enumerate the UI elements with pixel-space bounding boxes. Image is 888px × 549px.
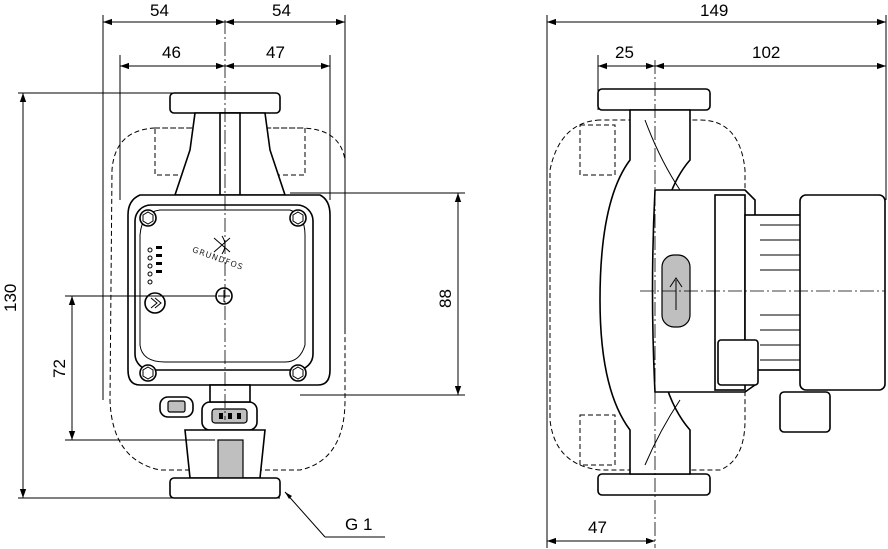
- side-left-boss-lower: [579, 414, 616, 466]
- dim-inner-right: 47: [266, 43, 285, 62]
- dim-overall-height: 130: [1, 284, 20, 312]
- dim-bottom-offset: 47: [588, 518, 607, 537]
- side-view: [549, 60, 886, 548]
- side-bottom-flange: [597, 473, 711, 496]
- dim-top-left: 54: [150, 1, 169, 20]
- side-left-boss: [579, 124, 616, 176]
- mode-button-icon: [144, 292, 166, 314]
- front-right-boss: [264, 127, 306, 176]
- side-cooling-fins: [760, 224, 800, 361]
- side-plug: [779, 391, 831, 433]
- dim-inner-left: 46: [162, 43, 181, 62]
- side-connector-block: [717, 339, 759, 386]
- dim-left-offset: 25: [615, 43, 634, 62]
- screw-top-right: [289, 209, 307, 227]
- connector-stem: [209, 384, 251, 403]
- power-connector: [201, 401, 258, 431]
- dim-control-box-height: 88: [436, 289, 455, 308]
- side-top-flange: [597, 88, 711, 111]
- dim-center-height: 72: [50, 359, 69, 378]
- dim-right-length: 102: [752, 43, 780, 62]
- flow-arrow-icon: [669, 277, 683, 310]
- dim-overall-length: 149: [700, 1, 728, 20]
- screw-top-left: [139, 209, 157, 227]
- front-left-boss: [154, 127, 196, 176]
- side-housing-outline: [549, 119, 746, 471]
- side-dimensions: 149 25 102 47: [546, 1, 887, 548]
- signal-connector: [159, 396, 194, 418]
- front-lower-neck-shade: [217, 439, 244, 479]
- dim-thread: G 1: [345, 515, 372, 534]
- front-dimensions: 54 54 46 47 130 72 88 G 1: [1, 1, 465, 538]
- screw-bottom-left: [139, 364, 157, 382]
- front-view: GRUNDFOS: [109, 20, 346, 499]
- screw-bottom-right: [289, 364, 307, 382]
- front-neck-stem: [219, 112, 241, 196]
- rotor-plug-icon: [215, 287, 233, 305]
- side-volute-inner: [644, 119, 681, 466]
- front-bottom-flange: [169, 477, 281, 499]
- led-indicators: [147, 246, 162, 285]
- side-end-cap: [799, 194, 886, 391]
- dim-top-right: 54: [272, 1, 291, 20]
